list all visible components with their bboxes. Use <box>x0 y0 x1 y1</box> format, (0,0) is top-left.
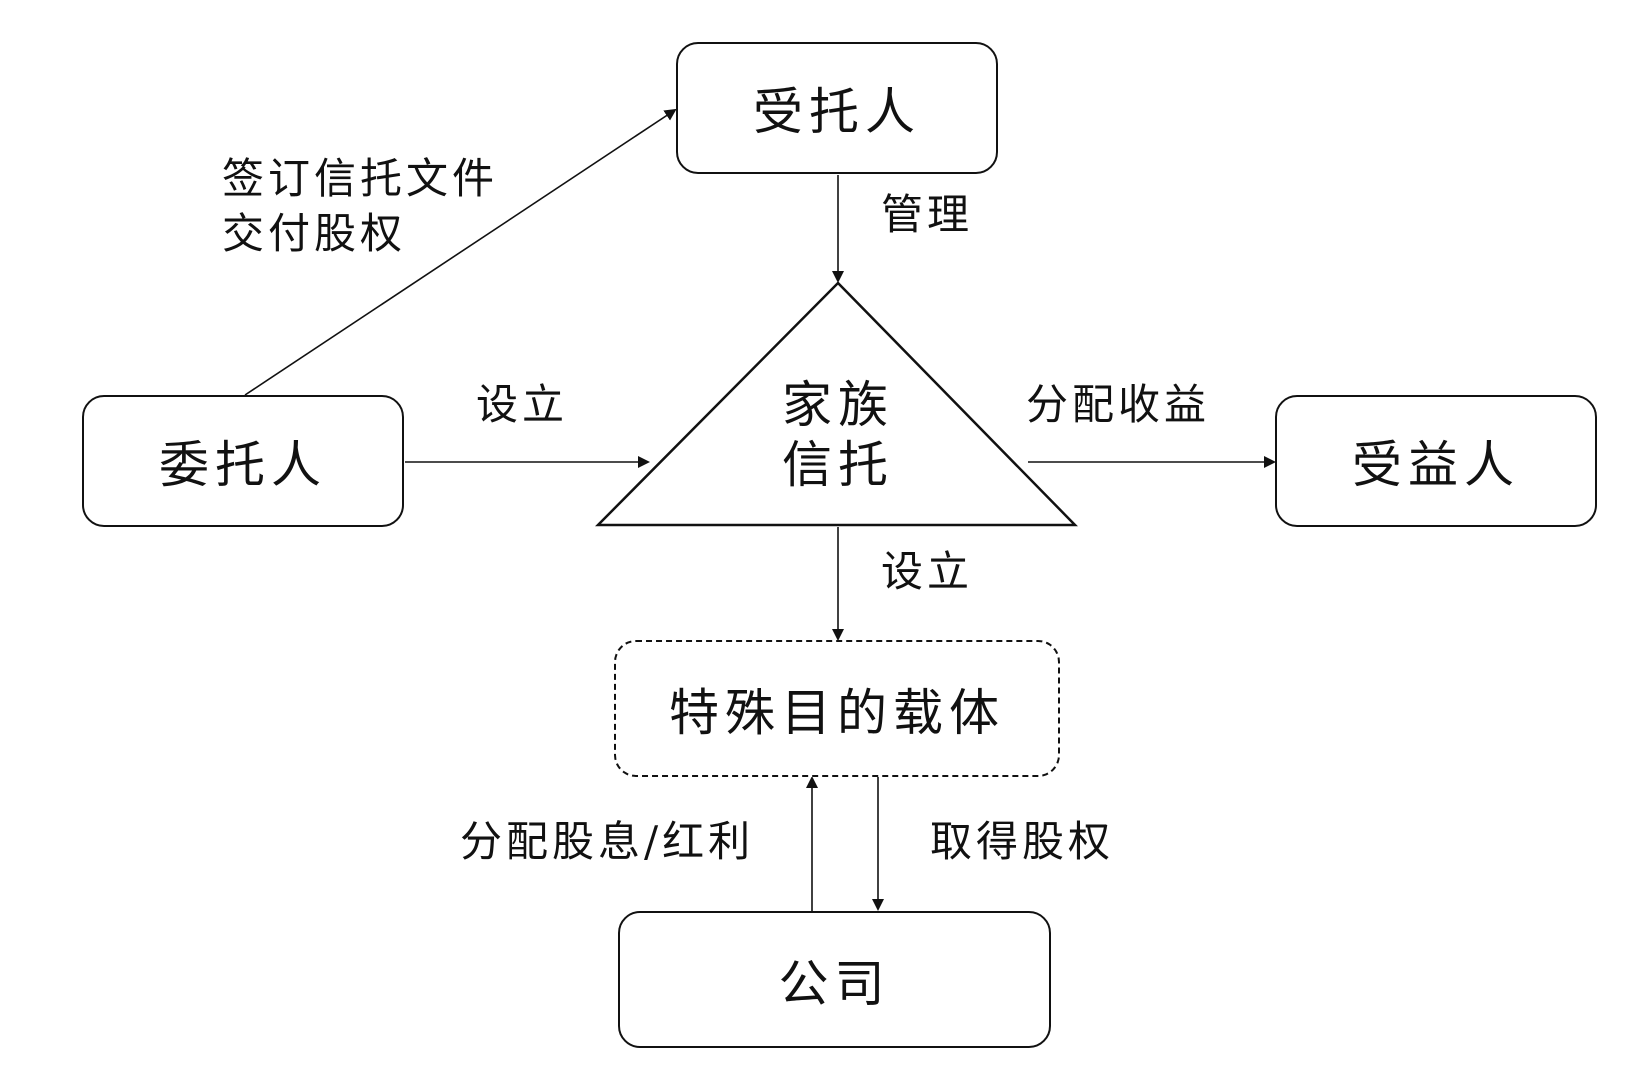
edge-label-establish-spv-text: 设立 <box>881 547 974 596</box>
family-trust-label-line1: 家族 <box>782 376 894 434</box>
edge-label-manage: 管理 <box>881 188 973 243</box>
edge-label-distribute-income: 分配收益 <box>1026 378 1210 433</box>
edge-label-establish-trust: 设立 <box>476 378 568 433</box>
edge-label-establish-spv: 设立 <box>881 545 973 600</box>
family-trust-label: 家族 信托 <box>758 375 918 495</box>
edge-label-acquire-equity: 取得股权 <box>930 815 1114 870</box>
family-trust-triangle[interactable] <box>594 281 1078 527</box>
edge-label-sign-docs-line1: 签订信托文件 <box>222 154 499 203</box>
node-company[interactable]: 公司 <box>618 911 1051 1048</box>
edge-label-manage-text: 管理 <box>881 190 974 239</box>
node-settlor-label: 委托人 <box>159 436 327 494</box>
node-trustee[interactable]: 受托人 <box>676 42 998 174</box>
edge-label-sign-docs: 签订信托文件 交付股权 <box>222 152 498 261</box>
node-company-label: 公司 <box>778 954 891 1013</box>
node-settlor[interactable]: 委托人 <box>82 395 404 527</box>
edge-label-distribute-income-text: 分配收益 <box>1026 380 1211 429</box>
node-beneficiary-label: 受益人 <box>1352 436 1520 494</box>
edge-label-sign-docs-line2: 交付股权 <box>222 208 407 258</box>
node-beneficiary[interactable]: 受益人 <box>1275 395 1597 527</box>
edge-label-establish-trust-text: 设立 <box>476 380 569 429</box>
edge-label-distribute-dividends-text: 分配股息/红利 <box>460 817 755 866</box>
node-trustee-label: 受托人 <box>753 83 921 141</box>
edge-label-acquire-equity-text: 取得股权 <box>930 817 1115 866</box>
edge-label-distribute-dividends: 分配股息/红利 <box>460 815 754 870</box>
arrow-settlor-to-trustee <box>244 108 677 396</box>
node-spv-label: 特殊目的载体 <box>669 683 1005 742</box>
family-trust-label-line2: 信托 <box>782 436 894 494</box>
node-spv[interactable]: 特殊目的载体 <box>614 640 1060 777</box>
